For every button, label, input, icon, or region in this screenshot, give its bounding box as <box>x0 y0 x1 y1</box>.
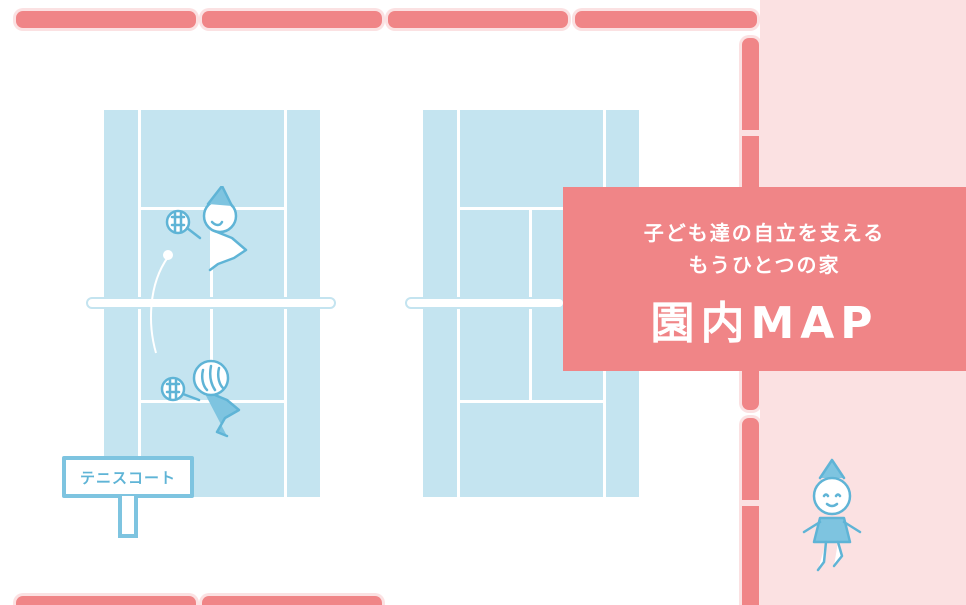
tennis-court-sign: テニスコート <box>62 456 194 498</box>
ball-trajectory <box>150 250 173 354</box>
path-tick <box>742 130 759 136</box>
tennis-net-left <box>86 297 336 309</box>
child-character-icon <box>160 359 241 438</box>
tennis-racket-icon <box>165 209 191 235</box>
banner-subtitle-line1: 子ども達の自立を支える <box>643 221 886 245</box>
path-segment-right-2 <box>742 418 759 605</box>
child-character-icon <box>165 186 248 272</box>
banner-title: 園内MAP <box>650 298 879 349</box>
path-segment-top-3 <box>388 11 568 28</box>
sign-label: テニスコート <box>79 469 176 487</box>
sign-post <box>118 496 138 538</box>
path-segment-bottom-2 <box>202 596 382 605</box>
banner-subtitle-line2: もうひとつの家 <box>688 253 841 277</box>
path-segment-top-4 <box>575 11 757 28</box>
tennis-net-right <box>405 297 565 309</box>
path-segment-bottom-1 <box>16 596 196 605</box>
path-segment-top-1 <box>16 11 196 28</box>
tennis-racket-icon <box>160 376 186 402</box>
tennis-ball-icon <box>163 250 173 260</box>
path-segment-top-2 <box>202 11 382 28</box>
title-banner: 子ども達の自立を支える もうひとつの家 園内MAP <box>563 187 966 371</box>
path-tick <box>742 500 759 506</box>
child-character-icon <box>802 458 862 572</box>
